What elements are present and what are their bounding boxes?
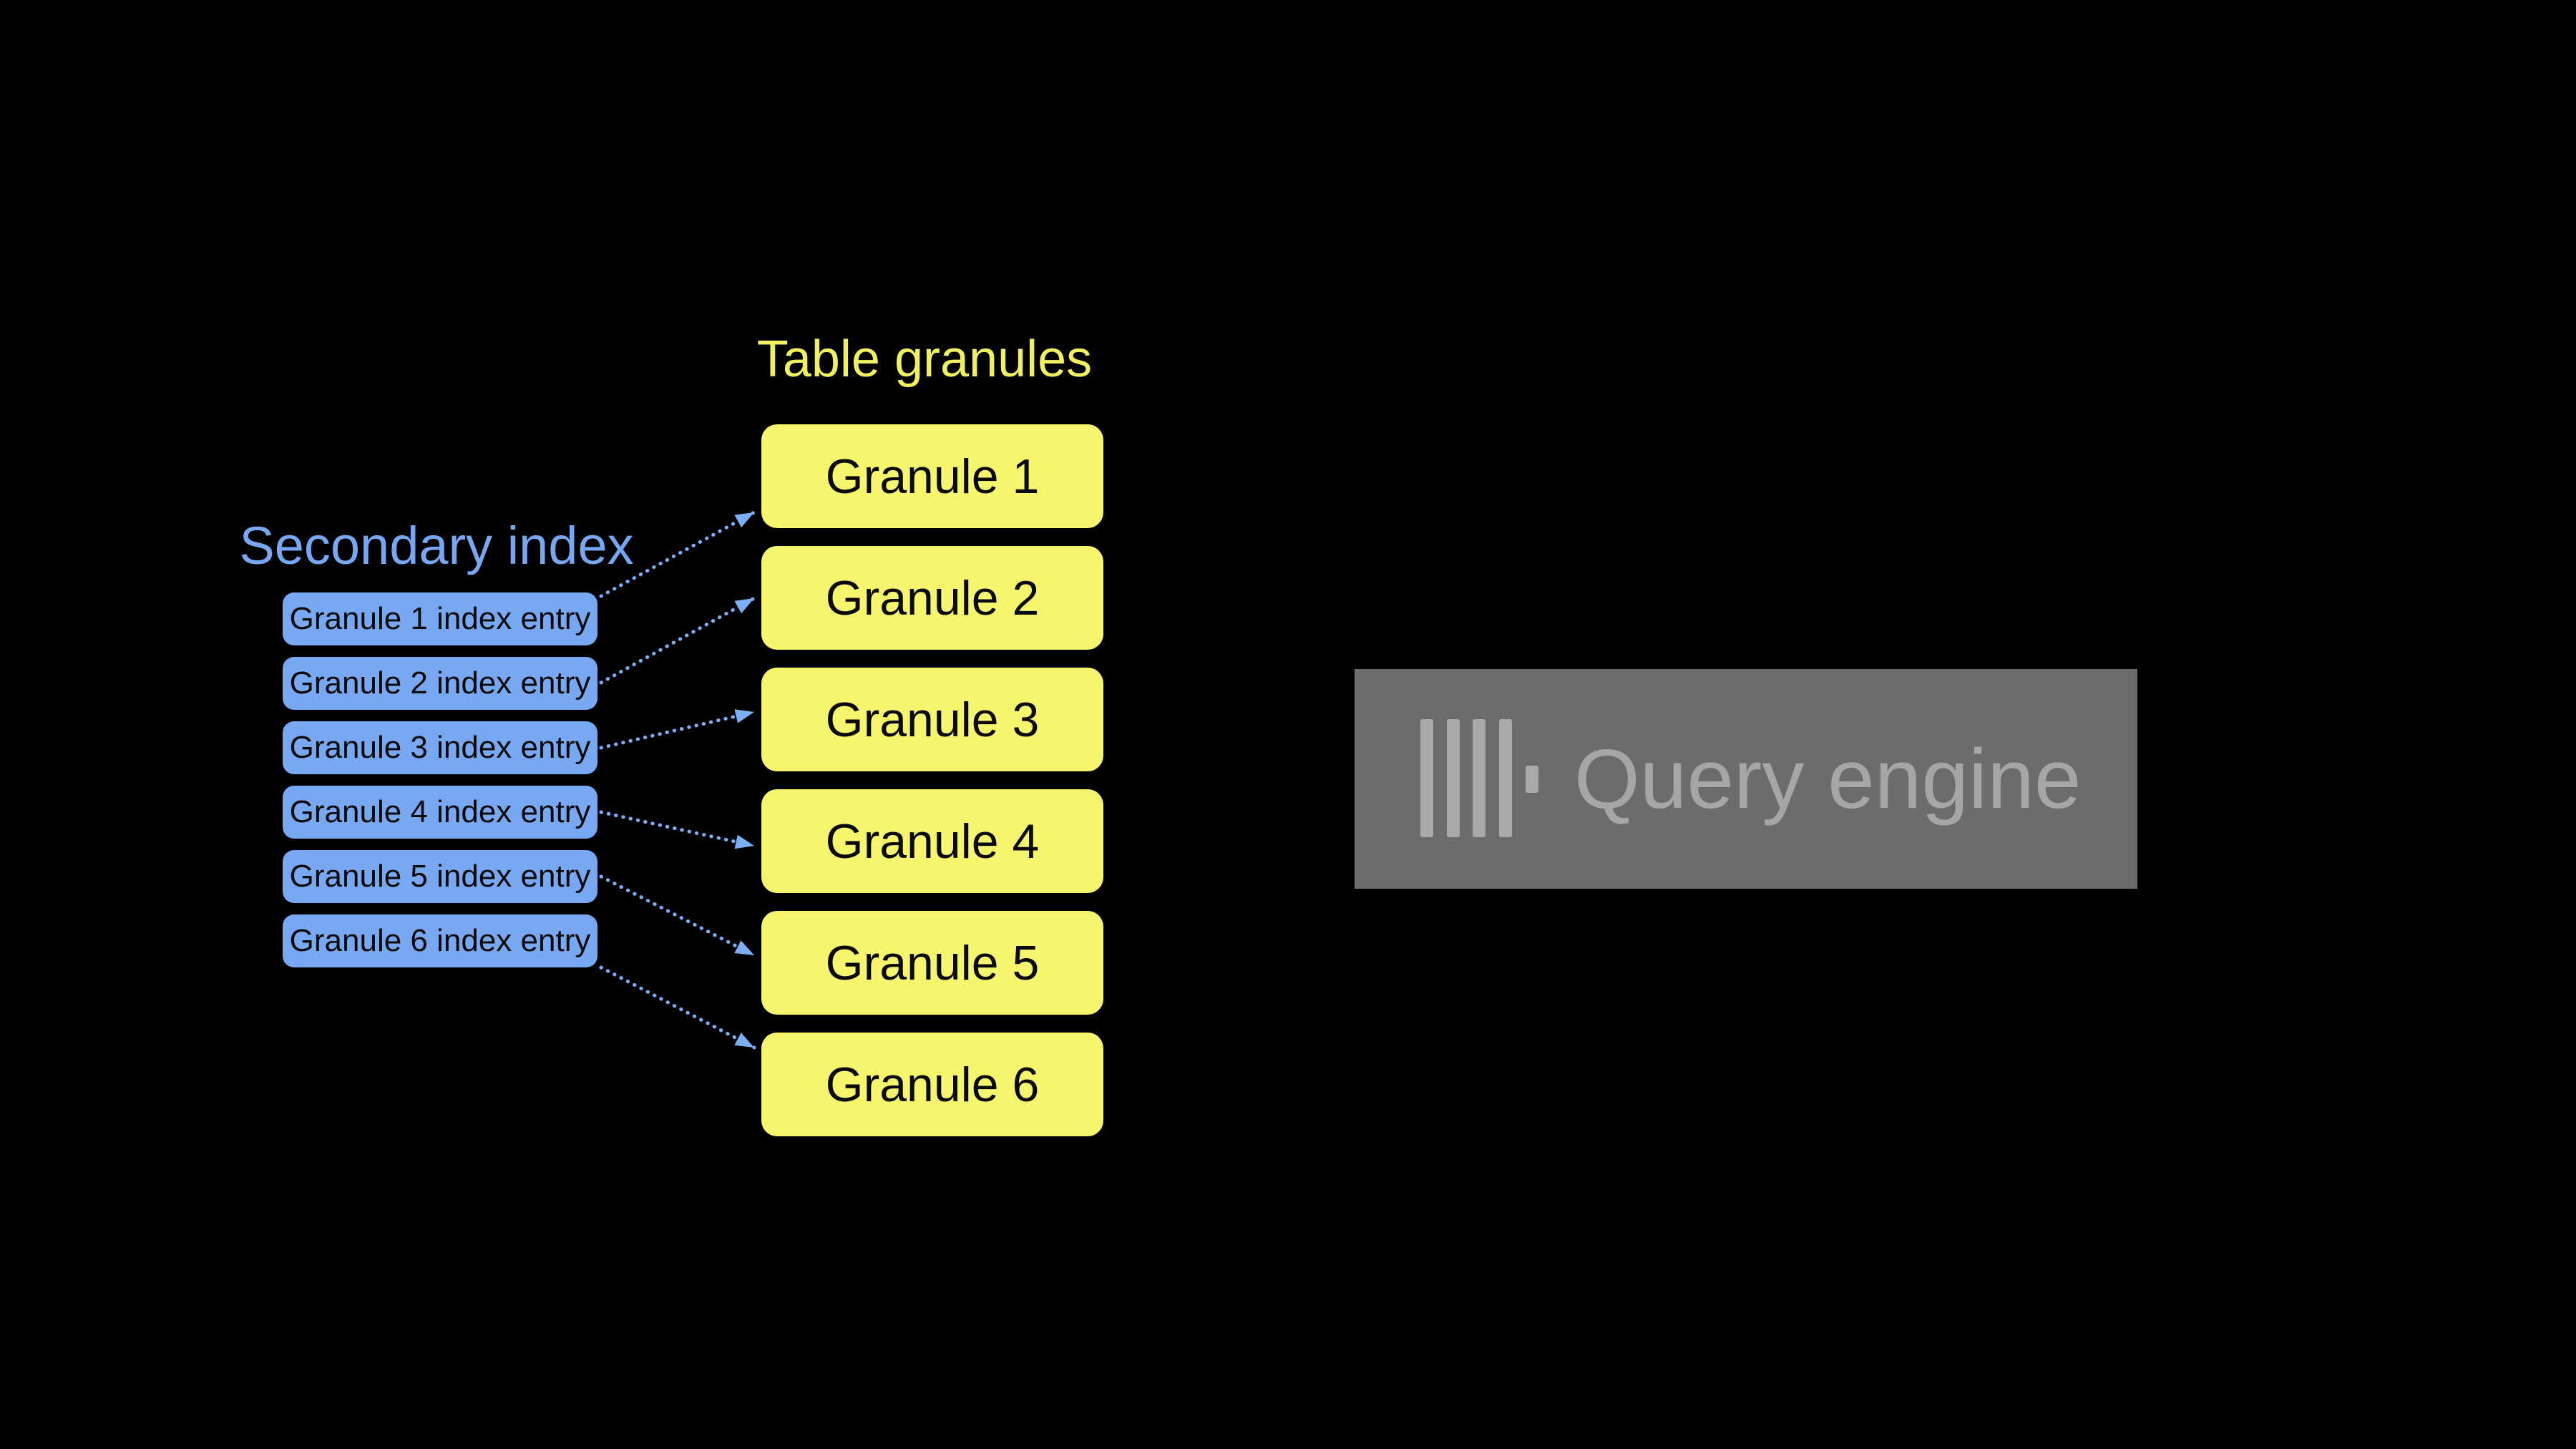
granule-label: Granule 4 <box>825 814 1040 869</box>
table-granules-title: Table granules <box>756 331 1093 388</box>
granule-box-6: Granule 6 <box>761 1033 1103 1136</box>
granule-box-5: Granule 5 <box>761 911 1103 1015</box>
query-engine-box: Query engine <box>1355 669 2137 889</box>
index-entry-label: Granule 3 index entry <box>289 730 591 765</box>
index-entry-box-6: Granule 6 index entry <box>283 914 597 967</box>
granule-box-2: Granule 2 <box>761 546 1103 650</box>
granule-box-4: Granule 4 <box>761 789 1103 893</box>
granule-label: Granule 3 <box>825 692 1040 747</box>
granule-box-1: Granule 1 <box>761 424 1103 528</box>
arrow-granule-6 <box>599 965 756 1050</box>
query-engine-label: Query engine <box>1574 731 2082 826</box>
arrow-granule-5 <box>599 874 756 957</box>
logo-bar-short <box>1526 766 1538 793</box>
logo-bar <box>1420 719 1433 837</box>
index-entry-label: Granule 2 index entry <box>289 665 591 701</box>
granule-label: Granule 2 <box>825 570 1040 625</box>
index-entry-box-5: Granule 5 index entry <box>283 850 597 903</box>
index-entry-label: Granule 4 index entry <box>289 794 591 829</box>
logo-bar <box>1499 719 1512 837</box>
granule-box-3: Granule 3 <box>761 668 1103 771</box>
granule-label: Granule 1 <box>825 449 1040 504</box>
index-entry-box-4: Granule 4 index entry <box>283 786 597 839</box>
index-entry-box-3: Granule 3 index entry <box>283 721 597 774</box>
index-entry-label: Granule 5 index entry <box>289 859 591 894</box>
granule-label: Granule 6 <box>825 1057 1040 1112</box>
index-entry-label: Granule 1 index entry <box>289 601 591 636</box>
secondary-index-title: Secondary index <box>239 515 634 575</box>
index-entry-label: Granule 6 index entry <box>289 923 591 958</box>
arrow-granule-2 <box>599 596 756 685</box>
logo-bar <box>1473 719 1485 837</box>
logo-bar <box>1447 719 1460 837</box>
index-entry-box-2: Granule 2 index entry <box>283 657 597 710</box>
arrow-granule-4 <box>599 810 756 849</box>
index-entry-box-1: Granule 1 index entry <box>283 592 597 645</box>
arrow-granule-3 <box>599 709 756 750</box>
granule-label: Granule 5 <box>825 935 1040 990</box>
clickhouse-bars-icon <box>1420 719 1538 837</box>
